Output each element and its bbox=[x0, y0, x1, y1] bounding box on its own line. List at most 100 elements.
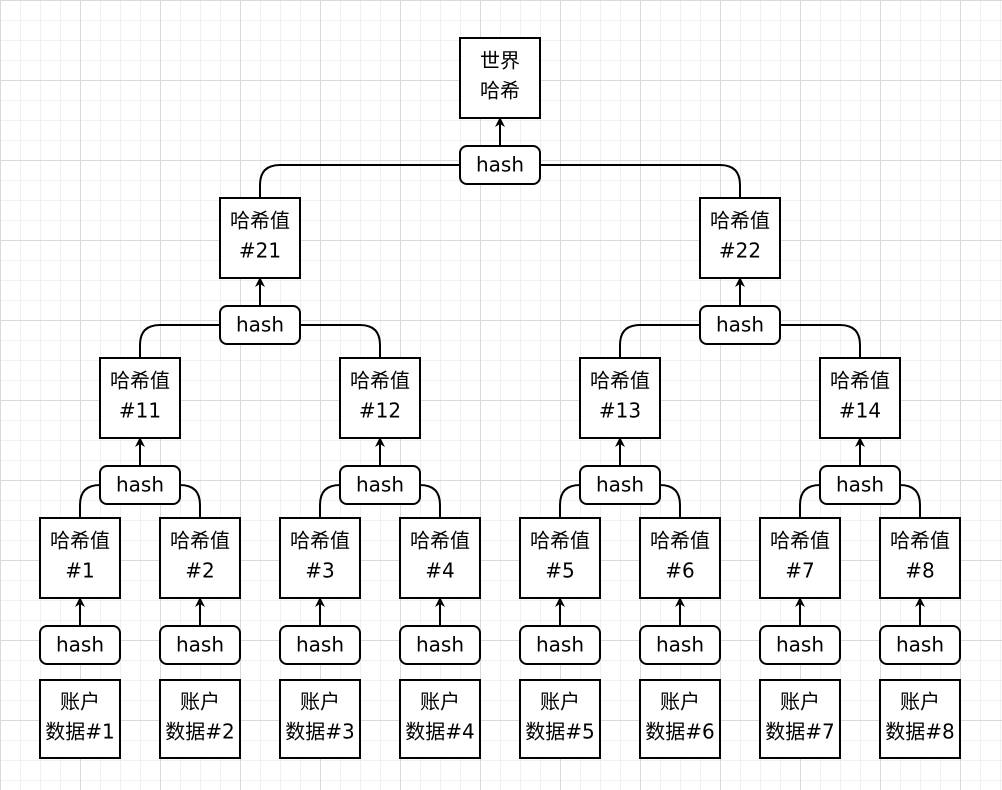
account-data-box-3-border bbox=[279, 679, 361, 759]
connector-l0-1 bbox=[79, 484, 101, 518]
hash-box-3-label-line2: #3 bbox=[305, 559, 334, 583]
world-hash-box-label-line1: 世界 bbox=[480, 49, 520, 73]
hash-box-6-label-line1: 哈希值 bbox=[650, 529, 710, 553]
level2-hash-pill-2-label: hash bbox=[716, 313, 764, 337]
leaf-hash-pill-1-label: hash bbox=[56, 633, 104, 657]
account-data-box-6-label-line1: 账户 bbox=[660, 690, 700, 714]
account-data-box-4-border bbox=[399, 679, 481, 759]
leaf-hash-pill-4-label: hash bbox=[416, 633, 464, 657]
hash-box-8-border bbox=[879, 517, 961, 599]
account-data-box-5-label-line1: 账户 bbox=[540, 690, 580, 714]
account-data-box-3-label-line1: 账户 bbox=[300, 690, 340, 714]
hash-box-4-border bbox=[399, 517, 481, 599]
leaf-hash-pill-6-label: hash bbox=[656, 633, 704, 657]
hash-box-7: 哈希值#7 bbox=[759, 517, 841, 599]
leaf-hash-pill-2-label: hash bbox=[176, 633, 224, 657]
root-hash-pill-label: hash bbox=[476, 153, 524, 177]
account-data-box-1-label-line2: 数据#1 bbox=[45, 720, 114, 744]
hash-box-21-border bbox=[219, 197, 301, 279]
leaf-hash-pill-3-border bbox=[279, 625, 361, 665]
hash-box-22-label-line2: #22 bbox=[719, 239, 761, 263]
leaf-hash-pill-5-border bbox=[519, 625, 601, 665]
hash-box-11-border bbox=[99, 357, 181, 439]
hash-box-14: 哈希值#14 bbox=[819, 357, 901, 439]
level1-hash-pill-3: hash bbox=[579, 465, 661, 505]
hash-box-21: 哈希值#21 bbox=[219, 197, 301, 279]
hash-box-5-label-line2: #5 bbox=[545, 559, 574, 583]
hash-box-14-border bbox=[819, 357, 901, 439]
account-data-box-2-label-line2: 数据#2 bbox=[165, 720, 234, 744]
account-data-box-3-label-line2: 数据#3 bbox=[285, 720, 354, 744]
hash-box-1-border bbox=[39, 517, 121, 599]
leaf-hash-pill-2: hash bbox=[159, 625, 241, 665]
hash-box-6-border bbox=[639, 517, 721, 599]
level1-hash-pill-1-label: hash bbox=[116, 473, 164, 497]
leaf-hash-pill-8-border bbox=[879, 625, 961, 665]
hash-box-4-label-line2: #4 bbox=[425, 559, 454, 583]
level1-hash-pill-2: hash bbox=[339, 465, 421, 505]
hash-box-5-border bbox=[519, 517, 601, 599]
connector-l2-2 bbox=[540, 164, 741, 198]
hash-box-3-border bbox=[279, 517, 361, 599]
hash-box-22-border bbox=[699, 197, 781, 279]
hash-box-12: 哈希值 #12 bbox=[339, 357, 421, 439]
leaf-hash-pill-1: hash bbox=[39, 625, 121, 665]
level1-hash-pill-3-label: hash bbox=[596, 473, 644, 497]
connector-l1-4 bbox=[780, 324, 861, 358]
hash-box-5-label-line1: 哈希值 bbox=[530, 529, 590, 553]
account-data-box-2-label-line1: 账户 bbox=[180, 690, 220, 714]
connector-l0-6 bbox=[659, 484, 681, 518]
leaf-hash-pill-3: hash bbox=[279, 625, 361, 665]
level2-hash-pill-1: hash bbox=[219, 305, 301, 345]
level1-hash-pill-1-border bbox=[99, 465, 181, 505]
level1-hash-pill-2-border bbox=[339, 465, 421, 505]
leaf-hash-pill-1-border bbox=[39, 625, 121, 665]
hash-box-1: 哈希值#1 bbox=[39, 517, 121, 599]
leaf-hash-pill-7-label: hash bbox=[776, 633, 824, 657]
hash-box-7-border bbox=[759, 517, 841, 599]
leaf-hash-pill-8: hash bbox=[879, 625, 961, 665]
hash-box-8: 哈希值 #8 bbox=[879, 517, 961, 599]
hash-box-11-label-line1: 哈希值 bbox=[110, 369, 170, 393]
connector-l0-5 bbox=[559, 484, 581, 518]
leaf-hash-pill-8-label: hash bbox=[896, 633, 944, 657]
level1-hash-pill-1: hash bbox=[99, 465, 181, 505]
hash-box-12-label-line2: #12 bbox=[359, 399, 401, 423]
hash-box-14-label-line1: 哈希值 bbox=[830, 369, 890, 393]
level2-hash-pill-2: hash bbox=[699, 305, 781, 345]
account-data-box-7-label-line1: 账户 bbox=[780, 690, 820, 714]
edges bbox=[75, 117, 925, 626]
account-data-box-4-label-line2: 数据#4 bbox=[405, 720, 474, 744]
connector-l1-3 bbox=[619, 324, 700, 358]
hash-box-7-label-line1: 哈希值 bbox=[770, 529, 830, 553]
level1-hash-pill-3-border bbox=[579, 465, 661, 505]
account-data-box-1-label-line1: 账户 bbox=[60, 690, 100, 714]
level2-hash-pill-1-border bbox=[219, 305, 301, 345]
hash-box-8-label-line1: 哈希值 bbox=[890, 529, 950, 553]
account-data-box-8-label-line2: 数据#8 bbox=[885, 720, 954, 744]
world-hash-box-label-line2: 哈希 bbox=[480, 79, 520, 103]
hash-box-13-border bbox=[579, 357, 661, 439]
hash-box-12-label-line1: 哈希值 bbox=[350, 369, 410, 393]
root-hash-pill: hash bbox=[459, 145, 541, 185]
level2-hash-pill-2-border bbox=[699, 305, 781, 345]
hash-box-12-border bbox=[339, 357, 421, 439]
account-data-box-2-border bbox=[159, 679, 241, 759]
connector-l1-1 bbox=[139, 324, 220, 358]
hash-box-8-label-line2: #8 bbox=[905, 559, 934, 583]
hash-box-2: 哈希值#2 bbox=[159, 517, 241, 599]
hash-box-3-label-line1: 哈希值 bbox=[290, 529, 350, 553]
root-hash-pill-border bbox=[459, 145, 541, 185]
hash-box-21-label-line2: #21 bbox=[239, 239, 281, 263]
leaf-hash-pill-6: hash bbox=[639, 625, 721, 665]
account-data-box-5-label-line2: 数据#5 bbox=[525, 720, 594, 744]
